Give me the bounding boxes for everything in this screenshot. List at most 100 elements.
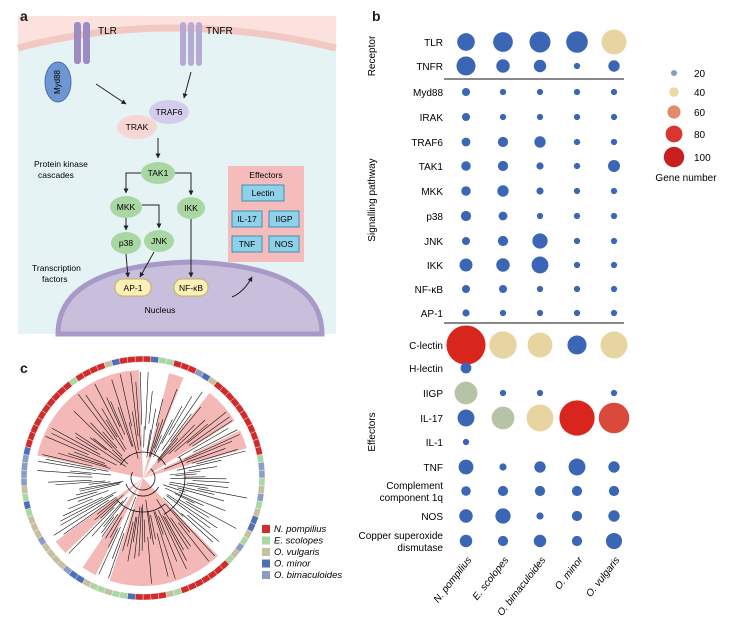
tree-branch bbox=[178, 499, 210, 518]
row-label: C-lectin bbox=[409, 341, 443, 352]
tree-branch bbox=[145, 499, 152, 539]
dot-mark bbox=[457, 33, 475, 51]
tree-branch bbox=[167, 494, 218, 529]
tree-branch bbox=[122, 508, 135, 552]
tree-branch bbox=[192, 480, 230, 483]
traf6-label: TRAF6 bbox=[156, 107, 183, 117]
legend-value: 80 bbox=[694, 130, 706, 141]
tree-branch bbox=[132, 517, 138, 543]
myd88-node bbox=[44, 61, 72, 103]
tree-branch bbox=[193, 429, 238, 453]
tree-branch bbox=[111, 379, 134, 448]
tree-branch bbox=[165, 503, 191, 533]
tree-branch bbox=[134, 506, 141, 559]
row-label: AP-1 bbox=[421, 309, 444, 320]
ring-segment bbox=[150, 592, 160, 600]
dot-mark bbox=[497, 535, 509, 547]
tree-branch bbox=[90, 422, 123, 457]
tree-branch bbox=[156, 533, 169, 577]
legend-title: Gene number bbox=[655, 173, 717, 184]
dot-mark bbox=[460, 210, 472, 222]
tree-branch bbox=[146, 429, 151, 452]
tree-branch bbox=[170, 477, 227, 480]
dot-mark bbox=[608, 60, 620, 72]
tree-branch bbox=[105, 419, 118, 438]
tree-branch bbox=[105, 507, 125, 539]
tree-branch bbox=[101, 408, 127, 450]
dot-mark bbox=[461, 137, 471, 147]
dot-mark bbox=[573, 285, 581, 293]
dot-mark bbox=[459, 258, 473, 272]
dot-mark bbox=[610, 187, 618, 195]
dot-mark bbox=[571, 485, 583, 497]
row-label: TAK1 bbox=[419, 162, 444, 173]
species-swatch bbox=[262, 548, 270, 556]
dot-mark bbox=[601, 29, 627, 55]
ring-segment bbox=[126, 592, 136, 600]
nfkb-node bbox=[173, 278, 209, 297]
tree-branch bbox=[163, 497, 184, 517]
dot-mark bbox=[457, 409, 475, 427]
p38-node bbox=[111, 232, 141, 254]
tree-branch bbox=[38, 460, 97, 471]
tree-branch bbox=[187, 514, 220, 542]
ring-segment bbox=[21, 453, 30, 464]
tree-branch bbox=[79, 481, 124, 490]
ring-segment bbox=[165, 589, 175, 598]
dot-mark bbox=[598, 402, 630, 434]
tree-branch bbox=[154, 511, 164, 535]
dot-mark bbox=[573, 187, 581, 195]
row-label: dismutase bbox=[397, 543, 443, 554]
tree-branch bbox=[103, 497, 128, 528]
row-label: IRAK bbox=[420, 113, 444, 124]
tree-branch bbox=[106, 397, 121, 428]
tree-branch bbox=[158, 510, 187, 570]
dot-mark bbox=[461, 186, 471, 196]
tree-branch bbox=[73, 410, 113, 449]
dot-mark bbox=[610, 88, 618, 96]
tree-branch bbox=[155, 398, 164, 426]
dot-mark bbox=[608, 461, 620, 473]
dot-mark bbox=[491, 406, 515, 430]
tree-branch bbox=[178, 522, 209, 562]
tree-branch bbox=[153, 435, 162, 454]
row-label: IIGP bbox=[423, 389, 443, 400]
tree-branch bbox=[130, 372, 139, 436]
dot-mark bbox=[536, 309, 544, 317]
tree-branch bbox=[186, 411, 227, 444]
mkk-jnk-arrow bbox=[142, 204, 162, 229]
dot-mark bbox=[461, 112, 471, 122]
dot-mark bbox=[559, 400, 595, 436]
dot-mark bbox=[534, 485, 546, 497]
species-ring bbox=[20, 355, 266, 601]
ap1-node bbox=[114, 278, 152, 297]
tree-branch bbox=[100, 501, 119, 519]
tf-label-line2: factors bbox=[42, 274, 68, 284]
ring-segment bbox=[23, 500, 32, 510]
species-axis-label: E. scolopes bbox=[471, 555, 511, 603]
jnk-label: JNK bbox=[151, 236, 167, 246]
tree-branch bbox=[168, 419, 206, 455]
tnfr-arrow bbox=[182, 71, 192, 99]
dot-mark bbox=[497, 136, 509, 148]
dot-mark bbox=[459, 509, 473, 523]
tree-branch bbox=[42, 454, 93, 467]
tree-branch bbox=[53, 499, 109, 536]
dot-mark bbox=[610, 285, 618, 293]
traf6-node bbox=[149, 100, 189, 124]
tree-branch bbox=[135, 381, 141, 447]
dot-mark bbox=[573, 113, 581, 121]
tree-branch bbox=[48, 479, 92, 483]
tree-branch bbox=[157, 437, 179, 462]
dot-mark bbox=[610, 113, 618, 121]
tree-branch bbox=[108, 533, 125, 579]
tree-branch bbox=[96, 498, 118, 515]
row-label: p38 bbox=[426, 212, 443, 223]
tree-branch bbox=[161, 391, 203, 451]
tree-branch bbox=[60, 494, 114, 526]
tree-branch bbox=[162, 515, 187, 561]
effector-output-arrow bbox=[231, 276, 253, 298]
dot-mark bbox=[536, 212, 544, 220]
dot-mark bbox=[454, 381, 478, 405]
tree-branch bbox=[157, 424, 195, 464]
